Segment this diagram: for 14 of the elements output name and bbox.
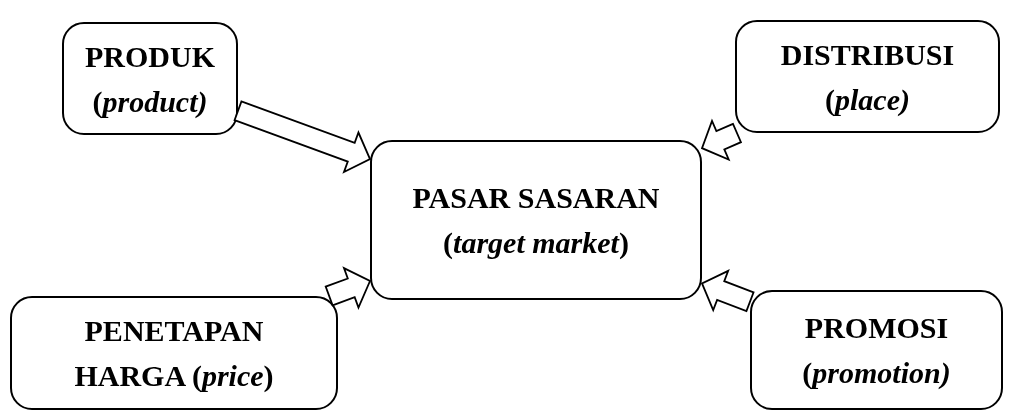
- block-arrow: [324, 266, 372, 311]
- box-label: PROMOSI (promotion): [801, 310, 952, 391]
- box-label: PASAR SASARAN (target market): [411, 180, 661, 261]
- block-arrow: [700, 269, 755, 313]
- rounded-box: [10, 296, 338, 410]
- rounded-box: [62, 22, 238, 135]
- rounded-box: [750, 290, 1003, 410]
- box-label: DISTRIBUSI (place): [779, 36, 956, 118]
- block-arrow: [700, 118, 743, 162]
- box-label: PENETAPAN HARGA (price): [73, 313, 275, 394]
- rounded-box: [735, 20, 1000, 133]
- block-arrow: [233, 100, 372, 174]
- rounded-box: [370, 140, 702, 300]
- box-label: PRODUK (product): [84, 38, 216, 120]
